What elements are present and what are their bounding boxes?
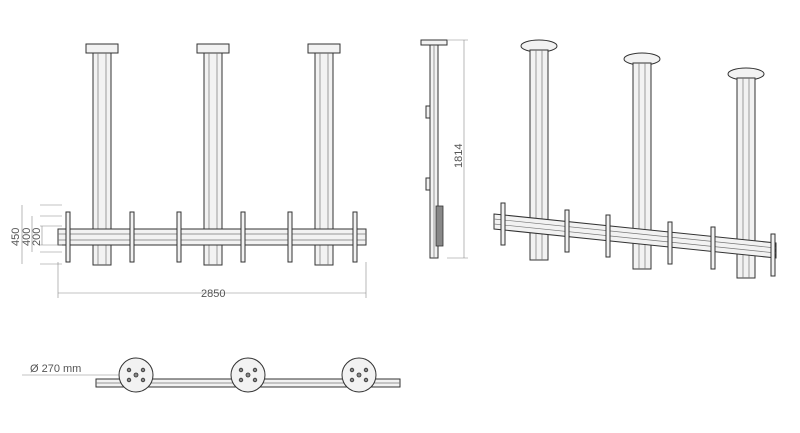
front-height-dimensions bbox=[21, 204, 62, 265]
iso-brackets bbox=[500, 202, 776, 277]
front-pole-3 bbox=[307, 43, 341, 266]
front-pole-2 bbox=[196, 43, 230, 266]
dim-200: 200 bbox=[31, 228, 43, 246]
dim-400: 400 bbox=[21, 228, 33, 246]
front-crossbar bbox=[57, 228, 367, 246]
front-width-dimension bbox=[57, 262, 367, 298]
top-view bbox=[22, 357, 401, 393]
dim-450: 450 bbox=[10, 228, 22, 246]
front-view: 450 400 200 2850 bbox=[10, 43, 367, 300]
top-plate-1 bbox=[118, 357, 154, 393]
isometric-view bbox=[493, 39, 777, 279]
side-view bbox=[420, 39, 468, 259]
top-plate-2 bbox=[230, 357, 266, 393]
dim-2850: 2850 bbox=[201, 288, 225, 300]
dim-1814: 1814 bbox=[453, 144, 465, 168]
front-brackets bbox=[65, 211, 358, 263]
top-plate-3 bbox=[341, 357, 377, 393]
iso-pole-1 bbox=[520, 39, 558, 261]
dim-plate-diameter: Ø 270 mm bbox=[30, 363, 81, 375]
